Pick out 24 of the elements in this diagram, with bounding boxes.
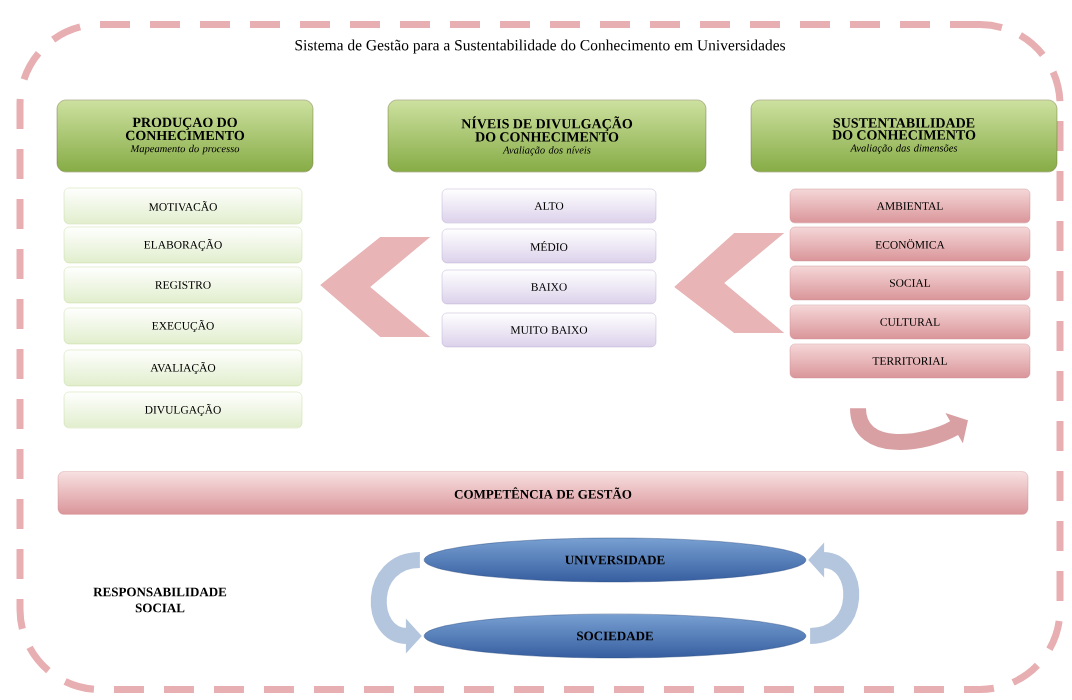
side-label: RESPONSABILIDADE SOCIAL [93, 587, 227, 613]
process-box: REGISTRO [63, 266, 303, 304]
dimension-box: SOCIAL [789, 265, 1031, 301]
header-box: SUSTENTABILIDADE DO CONHECIMENTO Avaliação das dimensões [750, 99, 1058, 173]
chevron-arrow [674, 233, 785, 333]
level-box: ALTO [441, 188, 657, 224]
process-box: ELABORAÇÃO [63, 226, 303, 264]
banner-box: COMPETÊNCIA DE GESTÃO [57, 471, 1029, 515]
dimension-box: ECONÖMICA [789, 226, 1031, 262]
dimension-box: AMBIENTAL [789, 188, 1031, 224]
chevron-arrow [320, 237, 431, 337]
ellipse-node: SOCIEDADE [423, 613, 807, 659]
header-box: NÍVEIS DE DIVULGAÇÃO DO CONHECIMENTO Avaliação dos níveis [387, 99, 707, 173]
level-box: MUITO BAIXO [441, 312, 657, 348]
header-box: PRODUÇAO DO CONHECIMENTO Mapeamento do processo [56, 99, 314, 173]
level-box: BAIXO [441, 269, 657, 305]
process-box: EXECUÇÃO [63, 307, 303, 345]
level-box: MÉDIO [441, 228, 657, 264]
process-box: AVALIAÇÃO [63, 349, 303, 387]
process-box: MOTIVACÃO [63, 187, 303, 225]
dimension-box: TERRITORIAL [789, 343, 1031, 379]
dimension-box: CULTURAL [789, 304, 1031, 340]
process-box: DIVULGAÇÃO [63, 391, 303, 429]
ellipse-node: UNIVERSIDADE [423, 537, 807, 583]
